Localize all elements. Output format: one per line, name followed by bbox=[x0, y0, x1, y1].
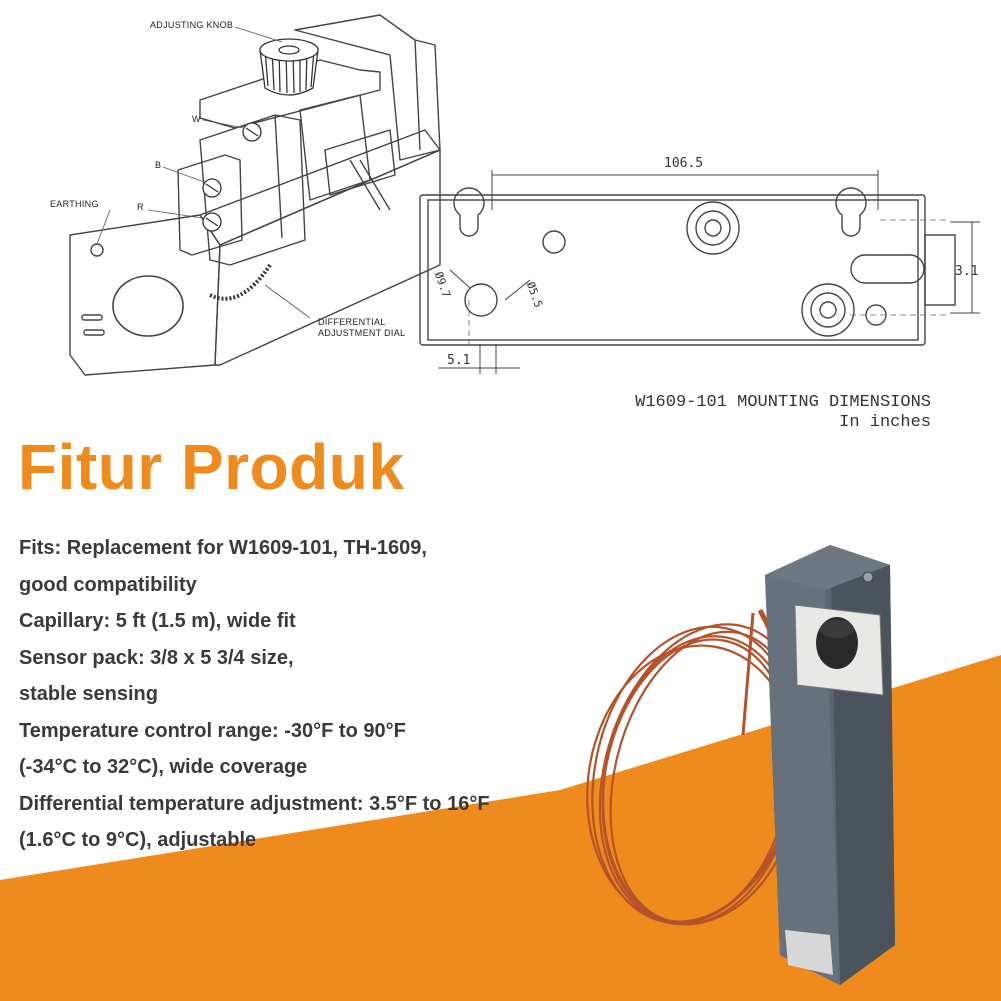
dimension-height-label: 3.1 bbox=[955, 264, 979, 279]
feature-line: (1.6°C to 9°C), adjustable bbox=[19, 829, 257, 851]
mounting-dimensions-caption: W1609-101 MOUNTING DIMENSIONS In inches bbox=[635, 393, 931, 433]
terminal-b-label: B bbox=[155, 160, 162, 170]
feature-line: Sensor pack: 3/8 x 5 3/4 size, bbox=[19, 646, 294, 669]
page-title: Fitur Produk bbox=[18, 431, 405, 503]
dimension-edge-offset-label: 5.1 bbox=[447, 353, 471, 368]
feature-line: Differential temperature adjustment: 3.5… bbox=[19, 792, 490, 815]
feature-line: (-34°C to 32°C), wide coverage bbox=[19, 756, 308, 778]
caption-title: W1609-101 MOUNTING DIMENSIONS bbox=[635, 393, 931, 412]
thermostat-product-image bbox=[586, 545, 895, 985]
thermostat-internal-drawing bbox=[69, 14, 441, 376]
feature-list: Fits: Replacement for W1609-101, TH-1609… bbox=[19, 530, 619, 859]
differential-label-line2: ADJUSTMENT DIAL bbox=[318, 328, 406, 338]
adjusting-knob-label: ADJUSTING KNOB bbox=[150, 20, 234, 30]
feature-line: Fits: Replacement for W1609-101, TH-1609… bbox=[19, 537, 427, 559]
feature-line: good compatibility bbox=[19, 573, 197, 596]
feature-line: Temperature control range: -30°F to 90°F bbox=[19, 719, 406, 742]
caption-units: In inches bbox=[839, 413, 931, 432]
differential-label-line1: DIFFERENTIAL bbox=[318, 317, 386, 327]
terminal-w-label: W bbox=[192, 114, 201, 124]
terminal-r-label: R bbox=[137, 202, 144, 212]
feature-line: Capillary: 5 ft (1.5 m), wide fit bbox=[19, 610, 296, 632]
mounting-dimensions-drawing bbox=[419, 170, 980, 374]
feature-line: stable sensing bbox=[19, 683, 158, 705]
earthing-label: EARTHING bbox=[50, 199, 99, 209]
thermostat-body bbox=[765, 545, 895, 985]
dimension-width-label: 106.5 bbox=[664, 156, 704, 171]
